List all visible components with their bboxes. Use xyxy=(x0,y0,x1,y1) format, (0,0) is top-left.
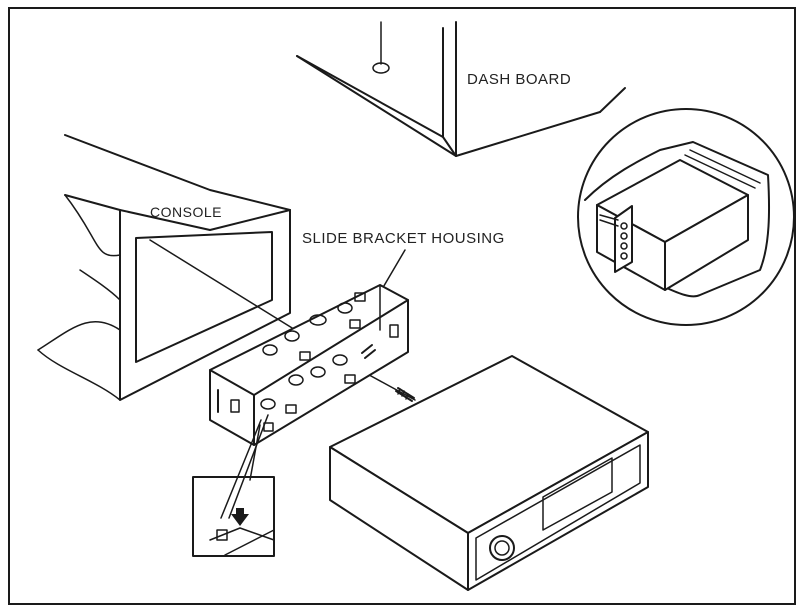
dashboard-illustration xyxy=(296,21,626,157)
slide-bracket-housing-label: SLIDE BRACKET HOUSING xyxy=(302,230,505,247)
slide-bracket-housing xyxy=(209,284,409,446)
diagram-frame xyxy=(8,7,796,605)
down-arrow-icon xyxy=(231,508,249,526)
console-illustration xyxy=(37,134,291,401)
mounting-screw xyxy=(395,387,415,402)
circular-detail-inset xyxy=(577,108,795,326)
dash-board-label: DASH BOARD xyxy=(467,71,571,88)
tab-bending-detail xyxy=(192,414,275,557)
head-unit xyxy=(329,355,649,591)
console-label: CONSOLE xyxy=(150,204,222,220)
